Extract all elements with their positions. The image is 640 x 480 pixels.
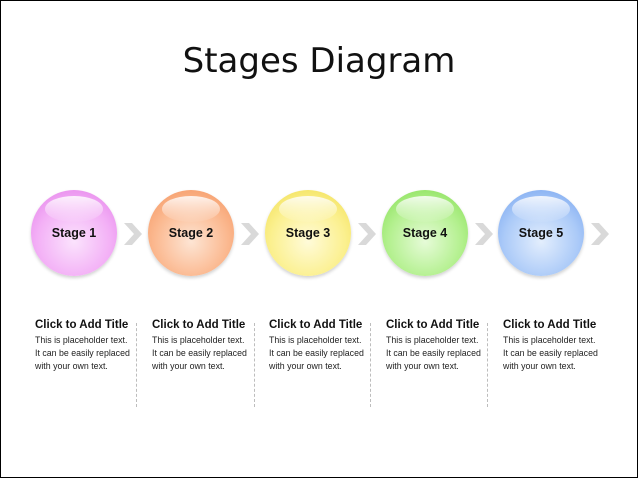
body-line: This is placeholder text.: [269, 335, 362, 345]
chevron-right-icon: [124, 223, 142, 245]
body-line: It can be easily replaced: [386, 348, 481, 358]
body-line: It can be easily replaced: [35, 348, 130, 358]
body-line: with your own text.: [503, 361, 576, 371]
text-block-title[interactable]: Click to Add Title: [35, 319, 129, 331]
text-block-title[interactable]: Click to Add Title: [269, 319, 363, 331]
stage-2-label: Stage 2: [168, 226, 214, 240]
text-block-1: Click to Add Title This is placeholder t…: [35, 319, 151, 373]
text-block-title[interactable]: Click to Add Title: [152, 319, 246, 331]
text-block-5: Click to Add Title This is placeholder t…: [503, 319, 619, 373]
stage-3-circle[interactable]: Stage 3: [265, 190, 351, 276]
slide-title[interactable]: Stages Diagram: [182, 41, 456, 81]
stage-3-label: Stage 3: [285, 226, 331, 240]
stage-4-label: Stage 4: [402, 226, 448, 240]
text-block-title[interactable]: Click to Add Title: [503, 319, 597, 331]
text-block-body[interactable]: This is placeholder text. It can be easi…: [386, 334, 502, 373]
body-line: with your own text.: [152, 361, 225, 371]
text-block-body[interactable]: This is placeholder text. It can be easi…: [152, 334, 268, 373]
body-line: This is placeholder text.: [386, 335, 479, 345]
body-line: with your own text.: [386, 361, 459, 371]
column-divider: [487, 323, 488, 407]
text-block-body[interactable]: This is placeholder text. It can be easi…: [503, 334, 619, 373]
body-line: It can be easily replaced: [503, 348, 598, 358]
stage-4-circle[interactable]: Stage 4: [382, 190, 468, 276]
chevron-right-icon: [475, 223, 493, 245]
stage-5-label: Stage 5: [518, 226, 564, 240]
stage-2-circle[interactable]: Stage 2: [148, 190, 234, 276]
column-divider: [370, 323, 371, 407]
stage-1-label: Stage 1: [51, 226, 97, 240]
text-block-body[interactable]: This is placeholder text. It can be easi…: [269, 334, 385, 373]
body-line: This is placeholder text.: [503, 335, 596, 345]
text-block-2: Click to Add Title This is placeholder t…: [152, 319, 268, 373]
body-line: It can be easily replaced: [152, 348, 247, 358]
text-block-title[interactable]: Click to Add Title: [386, 319, 480, 331]
chevron-right-icon: [591, 223, 609, 245]
stage-5-circle[interactable]: Stage 5: [498, 190, 584, 276]
column-divider: [136, 323, 137, 407]
text-block-body[interactable]: This is placeholder text. It can be easi…: [35, 334, 151, 373]
body-line: It can be easily replaced: [269, 348, 364, 358]
body-line: This is placeholder text.: [152, 335, 245, 345]
stage-1-circle[interactable]: Stage 1: [31, 190, 117, 276]
body-line: with your own text.: [269, 361, 342, 371]
body-line: with your own text.: [35, 361, 108, 371]
body-line: This is placeholder text.: [35, 335, 128, 345]
chevron-right-icon: [241, 223, 259, 245]
text-block-3: Click to Add Title This is placeholder t…: [269, 319, 385, 373]
text-block-4: Click to Add Title This is placeholder t…: [386, 319, 502, 373]
column-divider: [254, 323, 255, 407]
chevron-right-icon: [358, 223, 376, 245]
